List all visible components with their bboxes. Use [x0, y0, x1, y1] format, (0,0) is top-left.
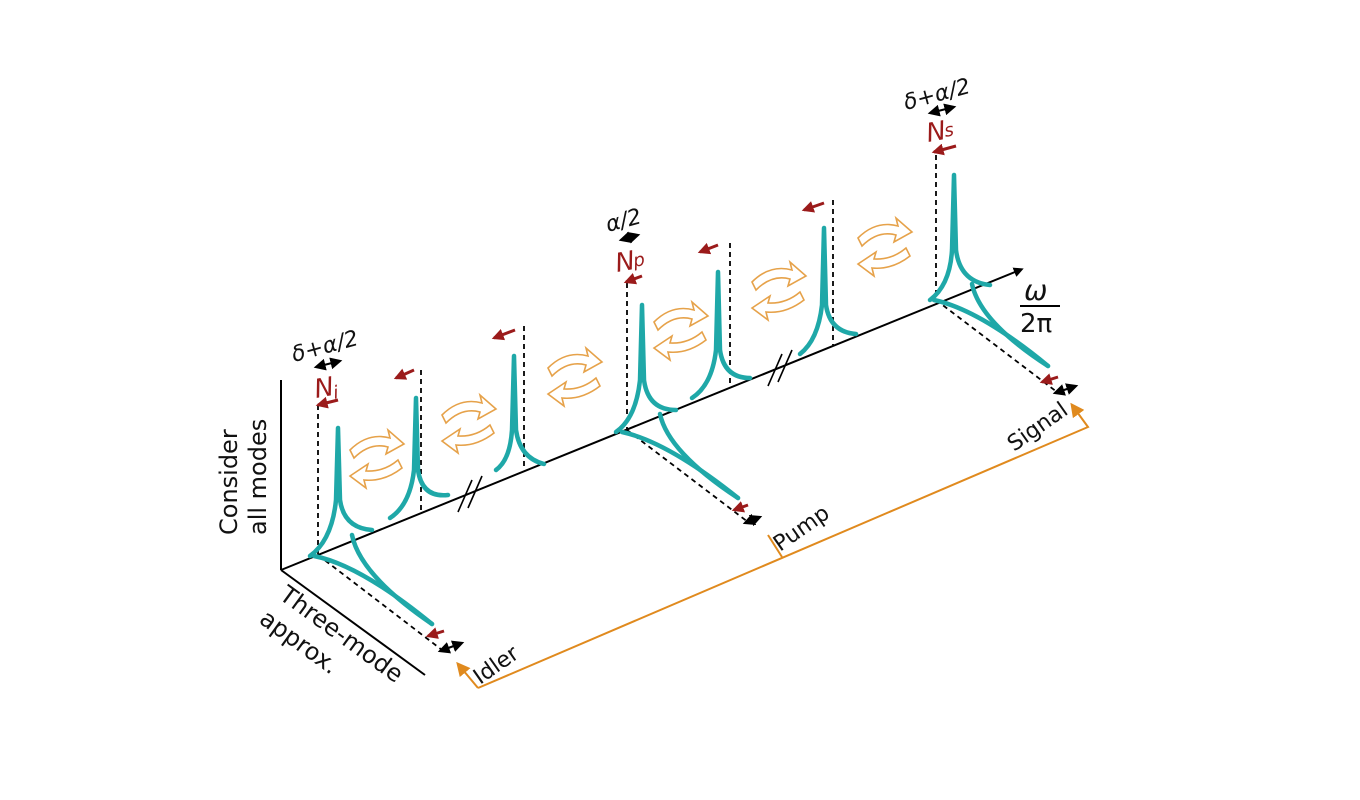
- frequency-axis-label: ω 2π: [1020, 274, 1060, 339]
- vertical-axis-label-line2: all modes: [244, 419, 272, 535]
- signal-peak: [927, 172, 993, 303]
- resonance-peaks: [307, 172, 1051, 627]
- frequency-shift-arrows: [315, 143, 1059, 639]
- idler-branch-label: Idler: [469, 641, 524, 690]
- vertical-axis-label-line1: Consider: [215, 429, 243, 535]
- idler-mode-label: N i: [312, 372, 341, 405]
- linewidth-arrows: [313, 103, 1079, 654]
- svg-text:s: s: [943, 120, 956, 142]
- pump-peak: [613, 302, 679, 435]
- axes: [280, 267, 1024, 676]
- idler-peak: [307, 425, 375, 559]
- reference-lines: [317, 155, 1058, 651]
- frequency-axis: [280, 267, 1024, 571]
- idler-detuning-label: δ+α/2: [289, 326, 361, 368]
- frequency-denominator: 2π: [1020, 309, 1052, 339]
- pump-mode-label: N p: [613, 246, 647, 279]
- depth-axis-line: [280, 569, 426, 676]
- frequency-numerator: ω: [1024, 274, 1047, 307]
- pump-detuning-label: α/2: [603, 204, 644, 237]
- axis-break-icon: [457, 475, 483, 513]
- signal-detuning-label: δ+α/2: [901, 74, 973, 116]
- svg-text:p: p: [631, 249, 647, 272]
- mode-bracket: [456, 402, 1090, 689]
- svg-text:i: i: [332, 382, 341, 404]
- axis-break-icon: [767, 349, 793, 387]
- signal-mode-label: N s: [924, 116, 956, 149]
